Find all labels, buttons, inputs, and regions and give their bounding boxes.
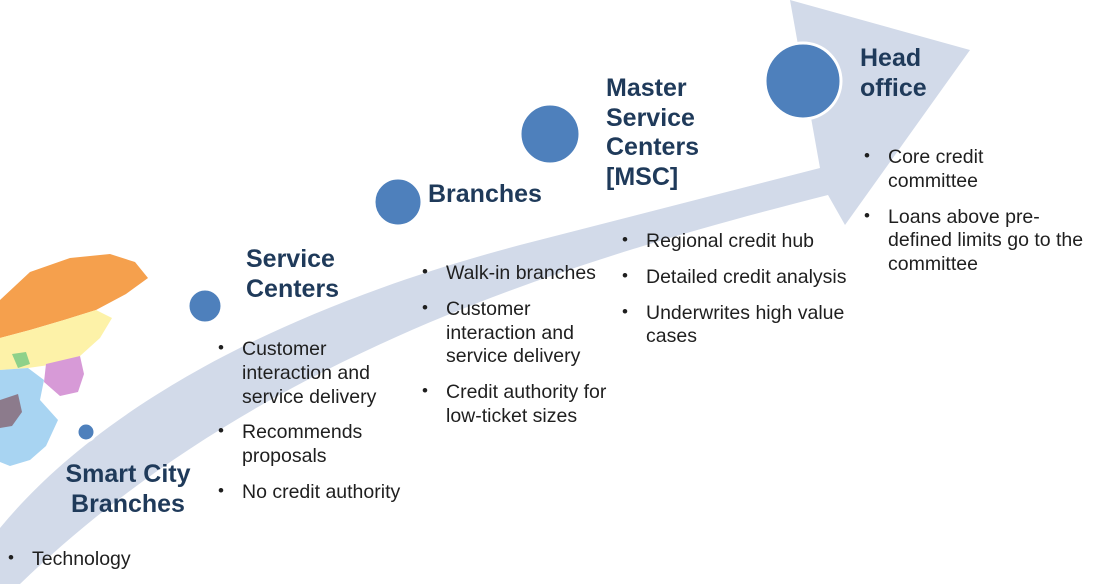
- bullets-smart-city: Technology: [8, 548, 183, 584]
- region-map-graphic: [0, 254, 148, 466]
- map-region-blue: [0, 368, 58, 466]
- bullets-service-centers: Customer interaction and service deliver…: [218, 338, 413, 517]
- bullet-item: Recommends proposals: [218, 421, 413, 469]
- map-region-orange: [0, 254, 148, 338]
- bullet-item: No credit authority: [218, 481, 413, 505]
- map-region-yellow: [0, 310, 112, 370]
- stage-marker-smart-city: [75, 421, 97, 443]
- arrow-body: [0, 0, 970, 584]
- stage-title-branches: Branches: [428, 180, 542, 208]
- stage-title-msc: Master Service Centers [MSC]: [606, 74, 700, 191]
- bullet-item: Technology: [8, 548, 183, 572]
- stage-marker-branches: [372, 176, 424, 228]
- stage-marker-msc: [518, 102, 582, 166]
- bullet-item: Detailed credit analysis: [622, 266, 857, 290]
- bullet-item: Underwrites high value cases: [622, 302, 857, 350]
- map-region-green: [12, 352, 30, 368]
- stage-marker-service-centers: [186, 287, 224, 325]
- stage-marker-head-office: [763, 41, 843, 121]
- bullet-item: Loans above pre-defined limits go to the…: [864, 206, 1100, 277]
- stage-title-service-centers: Service Centers: [246, 245, 340, 303]
- bullet-item: Regional credit hub: [622, 230, 857, 254]
- stage-title-smart-city: Smart City Branches: [65, 460, 191, 518]
- bullet-item: Credit authority for low-ticket sizes: [422, 381, 622, 429]
- bullets-head-office: Core credit committee Loans above pre-de…: [864, 146, 1100, 289]
- bullet-item: Core credit committee: [864, 146, 1038, 194]
- bullet-item: Customer interaction and service deliver…: [422, 298, 622, 369]
- bullet-item: Customer interaction and service deliver…: [218, 338, 413, 409]
- map-region-gray: [0, 394, 22, 428]
- bullet-item: Walk-in branches: [422, 262, 622, 286]
- map-region-pink: [44, 356, 84, 396]
- bullets-msc: Regional credit hub Detailed credit anal…: [622, 230, 857, 361]
- stage-title-head-office: Head office: [860, 44, 927, 102]
- bullets-branches: Walk-in branches Customer interaction an…: [422, 262, 622, 441]
